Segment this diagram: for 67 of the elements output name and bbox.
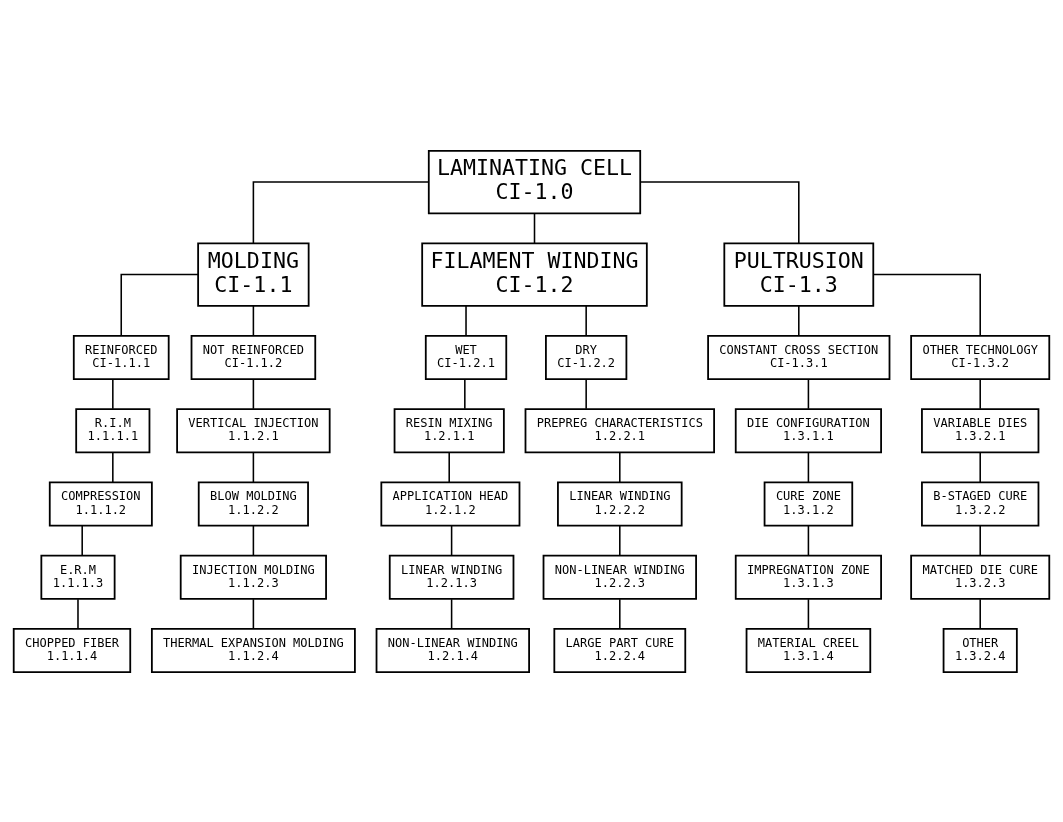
node-box: OTHER 1.3.2.4 xyxy=(942,627,1018,673)
connector xyxy=(979,451,981,483)
node-box: REINFORCED CI-1.1.1 xyxy=(72,334,170,380)
node-box: NOT REINFORCED CI-1.1.2 xyxy=(190,334,317,380)
connector xyxy=(979,378,981,410)
node-box: THERMAL EXPANSION MOLDING 1.1.2.4 xyxy=(150,627,356,673)
node-box: COMPRESSION 1.1.1.2 xyxy=(48,481,153,527)
connector xyxy=(465,304,467,336)
node-box: NON-LINEAR WINDING 1.2.2.3 xyxy=(542,554,697,600)
connector xyxy=(252,451,255,483)
connector xyxy=(77,598,79,629)
node-box: CONSTANT CROSS SECTION CI-1.3.1 xyxy=(707,334,891,380)
connector xyxy=(112,378,114,410)
node-box: INJECTION MOLDING 1.1.2.3 xyxy=(179,554,327,600)
connector xyxy=(448,451,450,483)
node-box: LINEAR WINDING 1.2.2.2 xyxy=(557,481,683,527)
connector xyxy=(619,451,621,483)
node-box: MOLDING CI-1.1 xyxy=(197,241,310,307)
connector xyxy=(807,451,810,483)
node-box: PULTRUSION CI-1.3 xyxy=(723,241,875,307)
connector xyxy=(533,212,536,244)
node-box: CHOPPED FIBER 1.1.1.4 xyxy=(12,627,132,673)
connector xyxy=(807,524,810,556)
node-box: VERTICAL INJECTION 1.1.2.1 xyxy=(176,407,331,453)
node-box: APPLICATION HEAD 1.2.1.2 xyxy=(380,481,521,527)
node-box: RESIN MIXING 1.2.1.1 xyxy=(393,407,505,453)
connector xyxy=(252,524,255,556)
connector xyxy=(979,598,981,629)
node-box: E.R.M 1.1.1.3 xyxy=(40,554,116,600)
connector xyxy=(450,524,453,556)
node-box: WET CI-1.2.1 xyxy=(424,334,508,380)
connector xyxy=(619,598,621,629)
node-box: IMPREGNATION ZONE 1.3.1.3 xyxy=(734,554,882,600)
node-box: OTHER TECHNOLOGY CI-1.3.2 xyxy=(910,334,1051,380)
connector xyxy=(464,378,466,410)
node-box: MATCHED DIE CURE 1.3.2.3 xyxy=(910,554,1051,600)
connector xyxy=(120,273,199,336)
node-box: R.I.M 1.1.1.1 xyxy=(75,407,151,453)
node-box: NON-LINEAR WINDING 1.2.1.4 xyxy=(375,627,530,673)
connector xyxy=(112,451,114,483)
connector xyxy=(619,524,621,556)
node-box: PREPREG CHARACTERISTICS 1.2.2.1 xyxy=(524,407,715,453)
connector xyxy=(252,180,430,244)
node-box: MATERIAL CREEL 1.3.1.4 xyxy=(745,627,872,673)
node-box: B-STAGED CURE 1.3.2.2 xyxy=(921,481,1040,527)
node-box: DRY CI-1.2.2 xyxy=(545,334,628,380)
node-box: DIE CONFIGURATION 1.3.1.1 xyxy=(734,407,882,453)
connector xyxy=(979,524,981,556)
connector xyxy=(872,273,981,336)
connector xyxy=(807,378,810,410)
connector xyxy=(252,378,255,410)
node-box: VARIABLE DIES 1.3.2.1 xyxy=(921,407,1040,453)
node-box: FILAMENT WINDING CI-1.2 xyxy=(421,241,648,307)
connector xyxy=(252,598,255,629)
node-box: CURE ZONE 1.3.1.2 xyxy=(763,481,854,527)
connector xyxy=(639,180,800,244)
connector xyxy=(585,378,587,410)
connector xyxy=(81,524,83,556)
connector xyxy=(450,598,453,629)
connector xyxy=(798,304,800,336)
connector xyxy=(252,304,255,336)
connector xyxy=(807,598,810,629)
connector xyxy=(585,304,587,336)
node-box: LINEAR WINDING 1.2.1.3 xyxy=(388,554,515,600)
node-box: BLOW MOLDING 1.1.2.2 xyxy=(197,481,309,527)
node-box: LARGE PART CURE 1.2.2.4 xyxy=(553,627,687,673)
node-box: LAMINATING CELL CI-1.0 xyxy=(427,149,642,214)
